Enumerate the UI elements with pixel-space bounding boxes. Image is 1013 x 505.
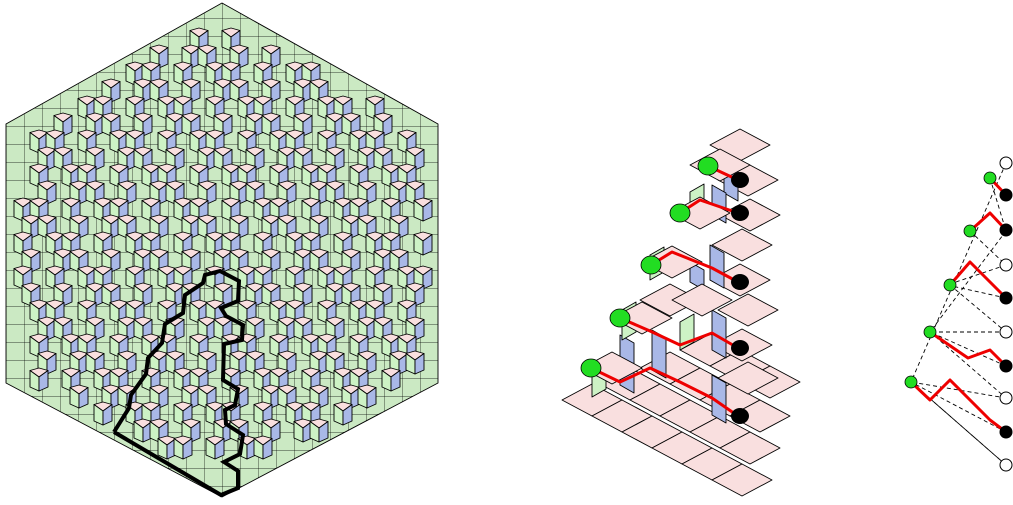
cube xyxy=(158,436,176,459)
green-dot-icon xyxy=(610,309,630,327)
cube xyxy=(174,436,192,459)
black-dot-icon xyxy=(731,340,749,356)
cube xyxy=(310,419,328,442)
green-dot-icon xyxy=(984,172,996,184)
black-dot-icon xyxy=(731,205,749,221)
black-dot-icon xyxy=(1000,189,1012,201)
green-dot-icon xyxy=(698,157,718,175)
green-dot-icon xyxy=(581,359,601,377)
black-dot-icon xyxy=(731,172,749,188)
hexagon-tiling-panel xyxy=(6,3,438,497)
pink-tile xyxy=(720,199,780,231)
cube xyxy=(30,368,48,391)
black-dot-icon xyxy=(1000,292,1012,304)
cube xyxy=(94,402,112,425)
black-dot-icon xyxy=(1000,426,1012,438)
white-circle-icon xyxy=(1000,459,1012,471)
cube xyxy=(254,436,272,459)
dashed-line xyxy=(930,332,1006,366)
white-circle-icon xyxy=(1000,157,1012,169)
cube xyxy=(134,419,152,442)
green-dot-icon xyxy=(924,326,936,338)
green-dot-icon xyxy=(905,376,917,388)
cube xyxy=(358,385,376,408)
green-dot-icon xyxy=(641,256,661,274)
black-dot-icon xyxy=(731,408,749,424)
white-circle-icon xyxy=(1000,326,1012,338)
red-paths xyxy=(911,178,1006,432)
cube xyxy=(382,368,400,391)
black-dot-icon xyxy=(1000,224,1012,236)
dashed-line xyxy=(930,231,1006,332)
cube xyxy=(334,402,352,425)
white-circle-icon xyxy=(1000,259,1012,271)
cube xyxy=(406,351,424,374)
cube xyxy=(294,419,312,442)
cube xyxy=(414,198,432,221)
dashed-line xyxy=(911,163,1006,382)
cube xyxy=(70,385,88,408)
black-dot-icon xyxy=(731,274,749,290)
cube xyxy=(414,232,432,255)
cube xyxy=(206,436,224,459)
green-dot-icon xyxy=(670,204,690,222)
dashed-line xyxy=(970,231,1006,265)
black-dot-icon xyxy=(1000,360,1012,372)
green-dot-icon xyxy=(944,279,956,291)
path-diagram-panel xyxy=(905,157,1012,471)
partial-tiling-panel xyxy=(562,129,800,496)
white-circle-icon xyxy=(1000,392,1012,404)
partial-tiling-tiles xyxy=(562,129,800,496)
green-dot-icon xyxy=(964,225,976,237)
